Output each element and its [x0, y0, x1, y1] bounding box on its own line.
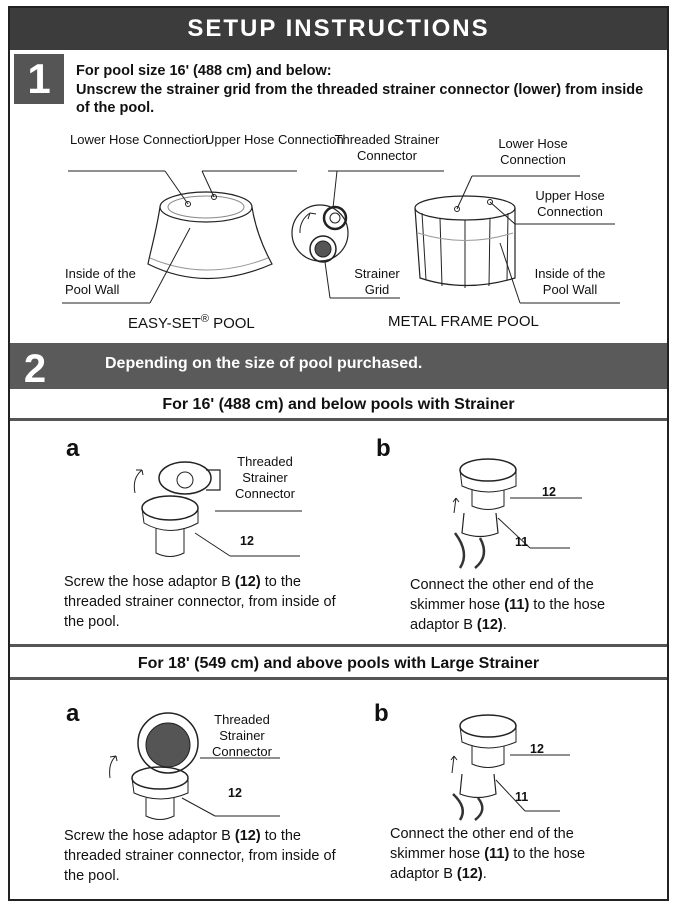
section-b-heading: For 18' (549 cm) and above pools with La… — [10, 650, 667, 680]
section-a-part-12-upper-tag: 12 — [542, 485, 556, 499]
step-2-bar — [10, 343, 667, 389]
metal-frame-pool-caption: METAL FRAME POOL — [388, 313, 539, 330]
step-2-heading: Depending on the size of pool purchased. — [105, 355, 423, 372]
instruction-sheet: SETUP INSTRUCTIONS 1 For pool size 16' (… — [8, 6, 669, 901]
metal-frame-pool-illustration — [414, 195, 516, 288]
label-strainer-grid: Strainer Grid — [354, 266, 400, 297]
easy-set-pool-caption: EASY-SET® POOL — [128, 313, 255, 332]
label-lower-hose-right: Lower Hose Connection — [498, 136, 568, 167]
section-b-panel-a-illustration — [109, 712, 199, 820]
section-a-part-11-tag: 11 — [515, 535, 529, 549]
section-b-part-12-upper-tag: 12 — [530, 742, 544, 756]
section-b-panel-a-letter: a — [66, 700, 80, 727]
section-a-panel-a-text: Screw the hose adaptor B (12) to the thr… — [64, 574, 336, 630]
label-inside-wall-right: Inside of the Pool Wall — [534, 266, 606, 297]
easy-set-suffix: POOL — [208, 315, 255, 332]
step-2-number: 2 — [23, 346, 47, 391]
section-a-heading: For 16' (488 cm) and below pools with St… — [10, 391, 667, 421]
section-b-part-11-tag: 11 — [515, 790, 529, 804]
section-a-panel-b-illustration — [452, 458, 517, 569]
page-title: SETUP INSTRUCTIONS — [10, 8, 667, 50]
section-a-part-12-tag: 12 — [240, 534, 254, 548]
step-1-number: 1 — [14, 54, 64, 104]
step-1-line-2: Unscrew the strainer grid from the threa… — [76, 81, 644, 117]
label-upper-hose-left: Upper Hose Connection — [205, 132, 344, 147]
section-divider — [10, 644, 667, 647]
section-b-panel-b-text: Connect the other end of the skimmer hos… — [390, 826, 586, 882]
easy-set-name: EASY-SET — [128, 315, 201, 332]
label-threaded-strainer-connector: Threaded Strainer Connector — [334, 132, 440, 163]
label-upper-hose-right: Upper Hose Connection — [535, 188, 605, 219]
section-b-panel-a-text: Screw the hose adaptor B (12) to the thr… — [64, 828, 336, 884]
section-b-panel-b-illustration — [450, 714, 517, 821]
registered-mark: ® — [200, 313, 209, 325]
section-a-panel-b-letter: b — [376, 435, 391, 462]
step-1-line-1: For pool size 16' (488 cm) and below: — [76, 63, 332, 79]
section-b-part-12-tag: 12 — [228, 786, 242, 800]
label-inside-wall-left: Inside of the Pool Wall — [65, 266, 136, 297]
section-a-panel-a-illustration — [133, 461, 221, 557]
step-1-instruction: For pool size 16' (488 cm) and below: Un… — [76, 62, 656, 118]
section-a-panel-a-letter: a — [66, 435, 80, 462]
section-b-panel-b-letter: b — [374, 700, 389, 727]
easy-set-pool-illustration — [147, 191, 273, 280]
section-a-threaded-connector-label: Threaded Strainer Connector — [235, 454, 295, 501]
label-lower-hose-left: Lower Hose Connection — [70, 132, 209, 147]
section-a-panel-b-text: Connect the other end of the skimmer hos… — [410, 577, 606, 633]
section-b-threaded-connector-label: Threaded Strainer Connector — [212, 712, 272, 759]
diagram-illustrations — [62, 170, 620, 821]
strainer-detail-illustration — [291, 204, 349, 263]
